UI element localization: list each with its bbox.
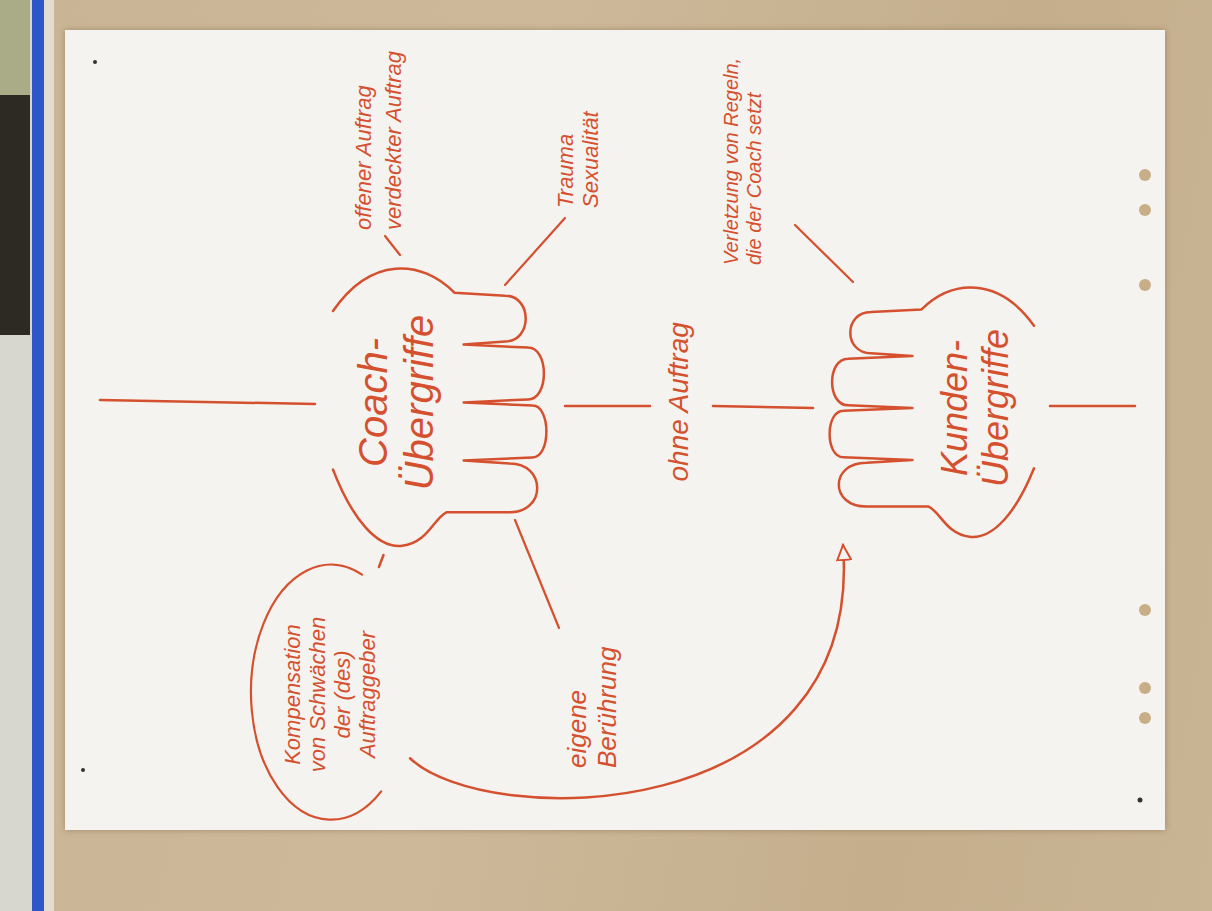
- flipchart-paper: Coach-ÜbergriffeKompensation von Schwäch…: [65, 30, 1165, 830]
- pin-dots: [81, 60, 1143, 803]
- hand-node: Coach-Übergriffe: [333, 250, 551, 555]
- pin-dot: [81, 768, 85, 772]
- punch-hole: [1139, 712, 1151, 724]
- axis-segment: [1050, 405, 1135, 408]
- leader-line: [385, 236, 400, 255]
- circled-note: Kompensation von Schwächen der (des) Auf…: [250, 567, 410, 822]
- note-text: ohne Auftrag: [663, 318, 695, 485]
- leader-line: [505, 218, 565, 285]
- axis-segment: [713, 406, 813, 408]
- connector: [410, 545, 844, 798]
- circle-shape: [251, 565, 381, 820]
- note-text: eigene Berührung: [563, 628, 623, 768]
- note-text: verdeckter Auftrag: [381, 51, 406, 230]
- punch-hole: [1139, 169, 1151, 181]
- punch-hole: [1139, 682, 1151, 694]
- note-text: Trauma Sexualität: [553, 78, 604, 208]
- axis-segment: [565, 405, 650, 408]
- board-corner: [0, 0, 30, 95]
- punch-hole: [1139, 204, 1151, 216]
- pin-dot: [1138, 798, 1143, 803]
- pin-dot: [93, 60, 97, 64]
- note-text: Verletzung von Regeln, die der Coach set…: [720, 50, 766, 265]
- hand-shape: [830, 288, 1034, 537]
- node-text: Kompensation von Schwächen der (des) Auf…: [280, 610, 381, 780]
- hand-shape: [333, 268, 546, 546]
- node-text: Coach-Übergriffe: [350, 305, 442, 500]
- node-text: Kunden-Übergriffe: [934, 321, 1017, 496]
- connector: [379, 555, 384, 567]
- board-frame: [44, 0, 54, 911]
- punch-holes: [1139, 169, 1151, 724]
- punch-hole: [1139, 279, 1151, 291]
- node-label: Kunden-Übergriffe: [934, 321, 1017, 496]
- board-rail: [32, 0, 44, 911]
- leader-line: [515, 520, 559, 628]
- note-text: offener Auftrag: [351, 85, 376, 230]
- node-label: Kompensation von Schwächen der (des) Auf…: [280, 610, 381, 780]
- hand-node: Kunden-Übergriffe: [825, 271, 1034, 545]
- punch-hole: [1139, 604, 1151, 616]
- leader-lines: [385, 218, 853, 628]
- leader-line: [795, 225, 853, 282]
- axis-segment: [100, 400, 315, 404]
- node-label: Coach-Übergriffe: [350, 305, 442, 500]
- circle-outline: [250, 567, 410, 822]
- board-shadow: [0, 95, 30, 335]
